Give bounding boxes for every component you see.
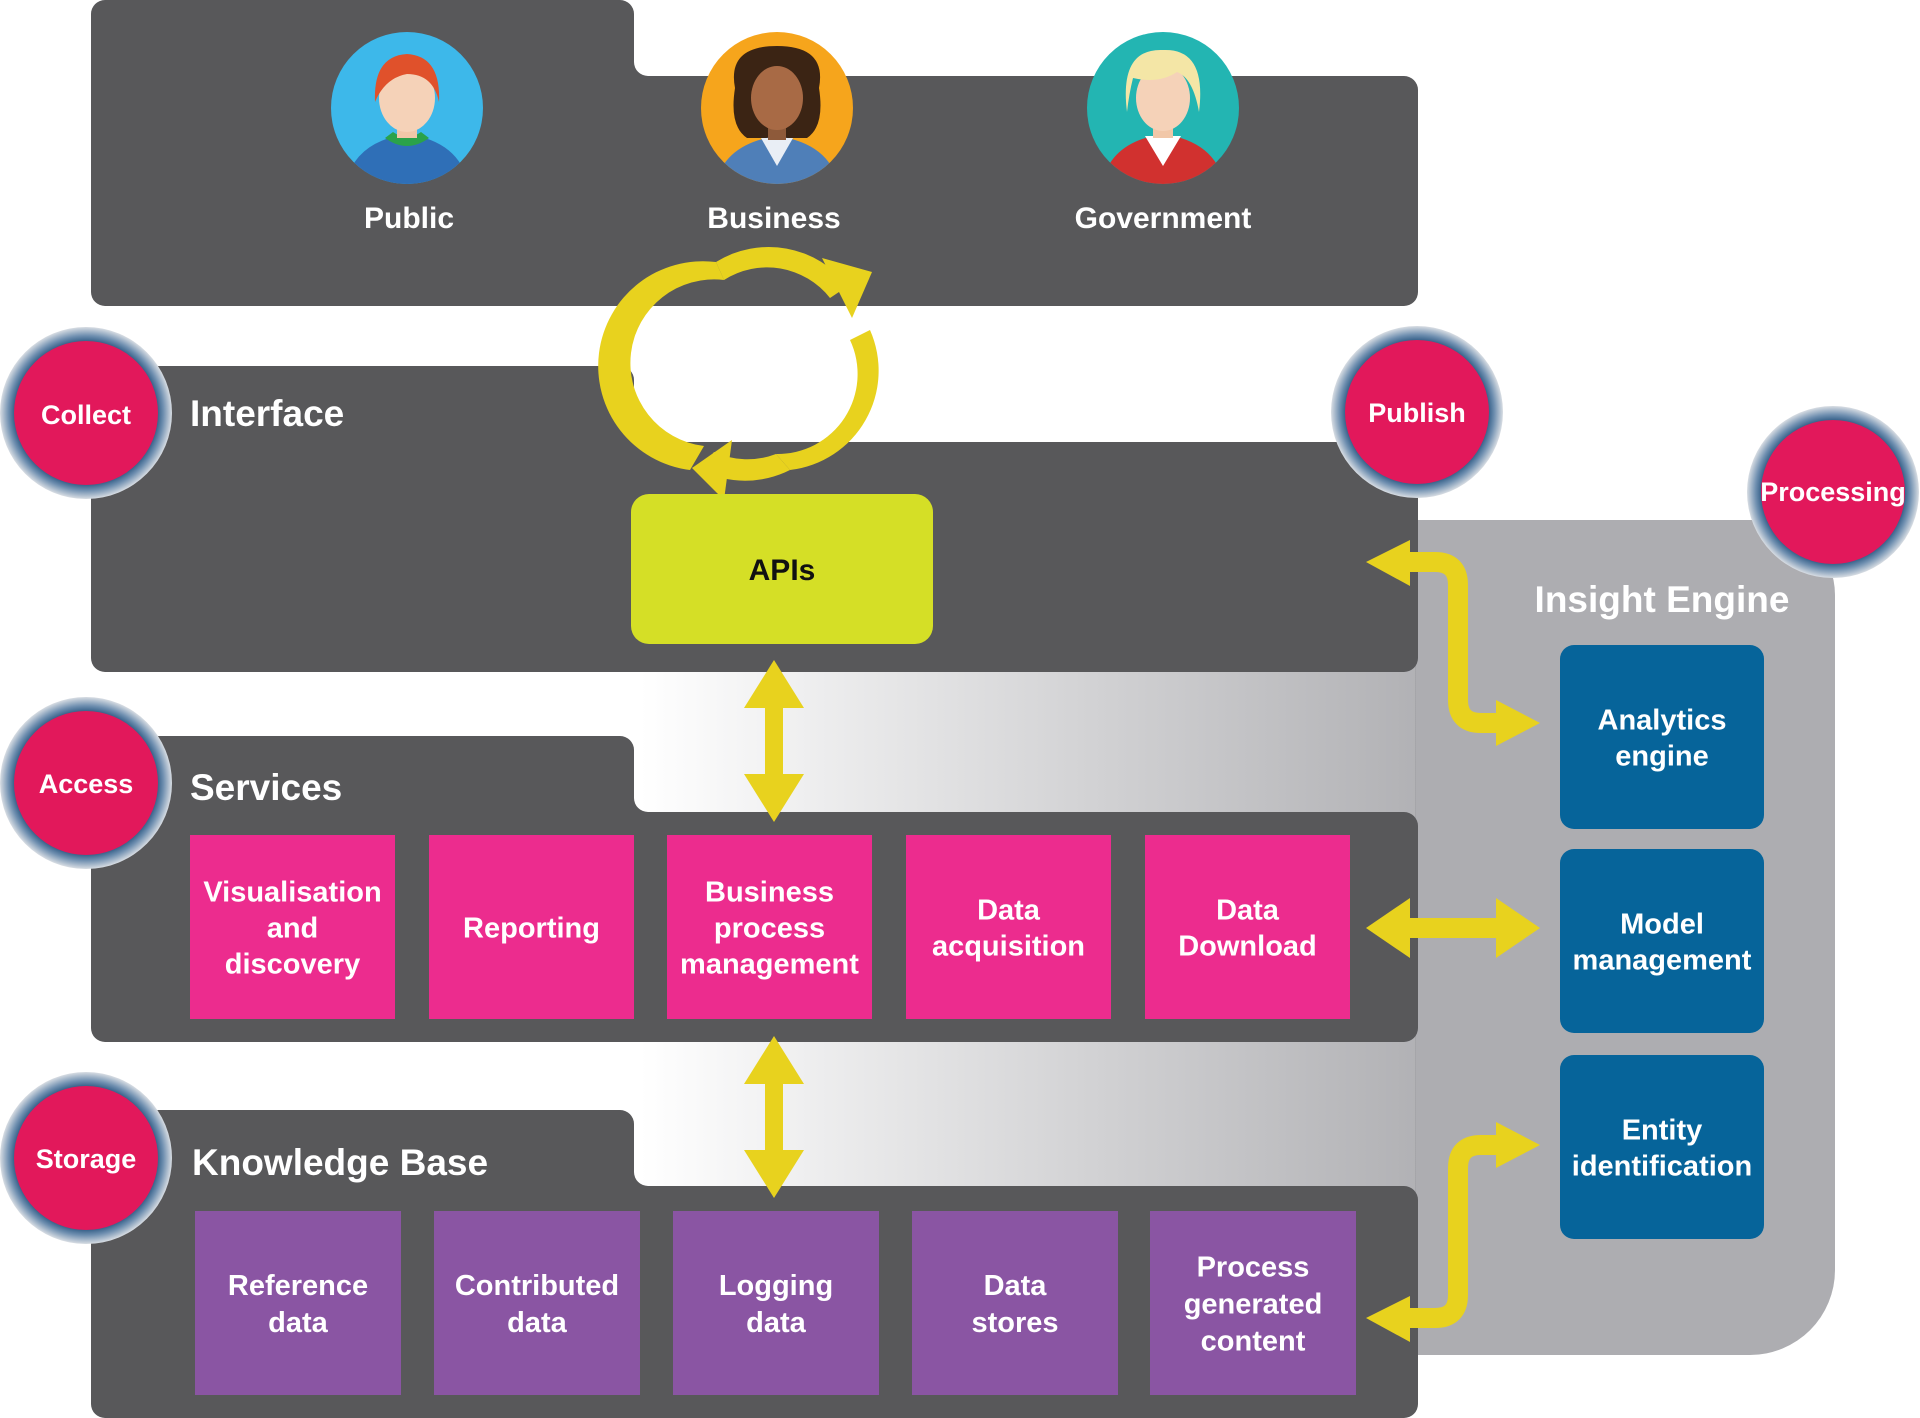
- cycle-arrows-icon: [598, 246, 879, 500]
- collect-badge-label: Collect: [41, 400, 131, 430]
- services-engine-arrow-icon: [1366, 898, 1540, 958]
- interface-title: Interface: [190, 393, 344, 434]
- engine-item-label-line: engine: [1615, 740, 1708, 772]
- service-item-box[interactable]: [667, 835, 872, 1019]
- service-item-label-line: Data: [1216, 894, 1280, 926]
- engine-item-label-line: Analytics: [1598, 704, 1727, 736]
- knowledge-base-boxes: Reference data Contributed data Logging data D…: [195, 1211, 1356, 1395]
- storage-badge-label: Storage: [36, 1144, 137, 1174]
- engine-item-label-line: management: [1573, 944, 1752, 976]
- apis-box[interactable]: [631, 494, 933, 644]
- kb-item-label: Contributed data: [455, 1270, 619, 1339]
- label-government: Government: [1075, 202, 1252, 235]
- avatar-business: [701, 32, 853, 184]
- kb-item-box[interactable]: [912, 1211, 1118, 1395]
- engine-item-label: Entity identification: [1572, 1114, 1752, 1182]
- service-item-box[interactable]: [1145, 835, 1350, 1019]
- service-item-label: Data acquisition: [932, 894, 1085, 962]
- engine-item-label-line: Model: [1620, 908, 1704, 940]
- processing-badge[interactable]: Processing: [1747, 406, 1919, 578]
- service-item-label-line: and: [267, 912, 319, 944]
- kb-item-label-line: Logging: [719, 1270, 833, 1302]
- publish-badge-label: Publish: [1368, 398, 1466, 428]
- kb-item-label-line: data: [507, 1307, 568, 1339]
- service-item-label: Visualisation and discovery: [203, 876, 381, 980]
- avatar-public: [331, 32, 483, 184]
- service-item-label: Business process management: [680, 876, 859, 980]
- kb-item-label-line: content: [1201, 1325, 1306, 1357]
- kb-item-label-line: generated: [1184, 1288, 1323, 1320]
- service-item-label-line: Download: [1178, 930, 1317, 962]
- kb-item-label-line: stores: [971, 1307, 1058, 1339]
- service-item-box[interactable]: [429, 835, 634, 1019]
- kb-item-label-line: Process: [1197, 1251, 1310, 1283]
- service-item-label-line: Business: [705, 876, 834, 908]
- engine-item-box[interactable]: [1560, 849, 1764, 1033]
- service-item-label-line: Data: [977, 894, 1041, 926]
- service-item-label-line: management: [680, 948, 859, 980]
- storage-badge[interactable]: Storage: [0, 1072, 172, 1244]
- apis-label: APIs: [749, 554, 816, 587]
- processing-badge-label: Processing: [1760, 477, 1906, 507]
- service-item-label: Reporting: [463, 912, 600, 944]
- engine-item-label-line: identification: [1572, 1150, 1752, 1182]
- kb-item-label-line: Data: [984, 1270, 1048, 1302]
- services-boxes: Visualisation and discovery Reporting Busine…: [190, 835, 1350, 1019]
- kb-item-box[interactable]: [195, 1211, 401, 1395]
- service-item-label-line: process: [714, 912, 825, 944]
- collect-badge[interactable]: Collect: [0, 327, 172, 499]
- kb-item-label-line: Reference: [228, 1270, 368, 1302]
- kb-item-label-line: Contributed: [455, 1270, 619, 1302]
- kb-item-label: Data stores: [971, 1270, 1058, 1339]
- engine-item-label: Model management: [1573, 908, 1752, 976]
- interface-engine-arrow-icon: [1366, 540, 1540, 746]
- kb-item-label: Reference data: [228, 1270, 368, 1339]
- kb-item-box[interactable]: [1150, 1211, 1356, 1395]
- service-item-label-line: Reporting: [463, 912, 600, 944]
- engine-item-box[interactable]: [1560, 1055, 1764, 1239]
- knowledge-base-title: Knowledge Base: [192, 1142, 488, 1183]
- access-badge-label: Access: [39, 769, 134, 799]
- publish-badge[interactable]: Publish: [1331, 326, 1503, 498]
- kb-item-box[interactable]: [434, 1211, 640, 1395]
- service-item-label-line: Visualisation: [203, 876, 381, 908]
- label-business: Business: [707, 202, 840, 235]
- label-public: Public: [364, 202, 454, 235]
- services-title: Services: [190, 767, 342, 808]
- service-item-box[interactable]: [906, 835, 1111, 1019]
- service-item-box[interactable]: [190, 835, 395, 1019]
- engine-item-label-line: Entity: [1622, 1114, 1703, 1146]
- avatar-government: [1087, 32, 1239, 184]
- kb-item-label-line: data: [746, 1307, 807, 1339]
- insight-engine-title: Insight Engine: [1535, 579, 1790, 620]
- engine-item-box[interactable]: [1560, 645, 1764, 829]
- service-item-label-line: acquisition: [932, 930, 1085, 962]
- apis-services-arrow-icon: [744, 660, 804, 822]
- services-kb-arrow-icon: [744, 1036, 804, 1198]
- kb-engine-arrow-icon: [1366, 1122, 1540, 1342]
- service-item-label-line: discovery: [225, 948, 360, 980]
- kb-item-box[interactable]: [673, 1211, 879, 1395]
- access-badge[interactable]: Access: [0, 697, 172, 869]
- kb-item-label: Logging data: [719, 1270, 833, 1339]
- kb-item-label-line: data: [268, 1307, 329, 1339]
- engine-item-label: Analytics engine: [1598, 704, 1727, 772]
- kb-item-label: Process generated content: [1184, 1251, 1323, 1357]
